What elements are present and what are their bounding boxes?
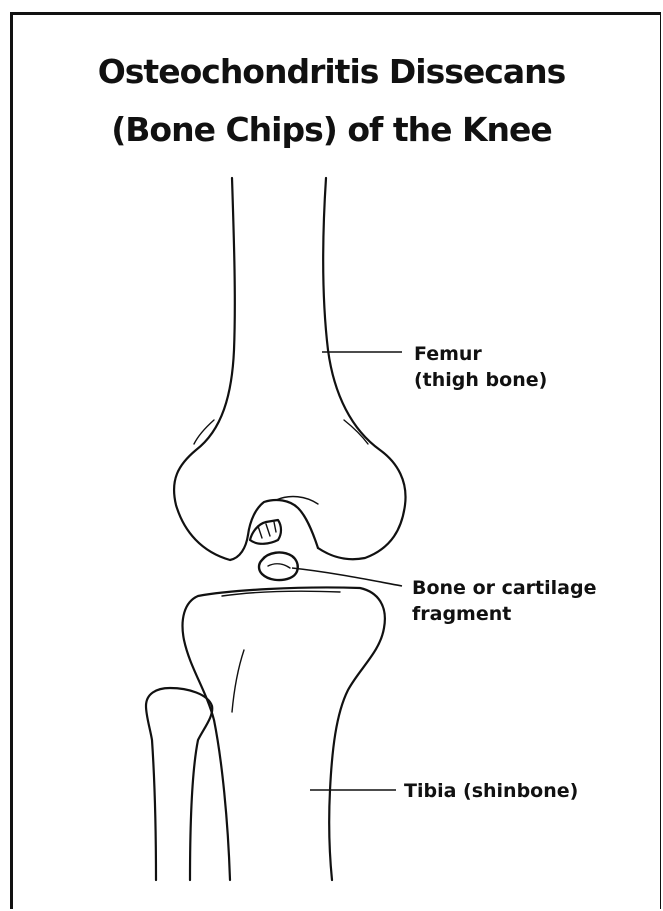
- fragment-label-line-1: Bone or cartilage: [412, 575, 596, 601]
- tibia-label: Tibia (shinbone): [404, 778, 578, 804]
- defect-site: [250, 520, 281, 544]
- fragment-label: Bone or cartilage fragment: [412, 575, 596, 627]
- femur-label-line-1: Femur: [414, 341, 547, 367]
- fibula-bone: [146, 688, 212, 880]
- femur-label: Femur (thigh bone): [414, 341, 547, 393]
- femur-bone: [174, 178, 405, 566]
- fragment-label-line-2: fragment: [412, 601, 596, 627]
- femur-label-line-2: (thigh bone): [414, 367, 547, 393]
- tibia-bone: [183, 587, 385, 880]
- bone-fragment: [259, 553, 298, 581]
- fragment-leader-line: [292, 568, 402, 586]
